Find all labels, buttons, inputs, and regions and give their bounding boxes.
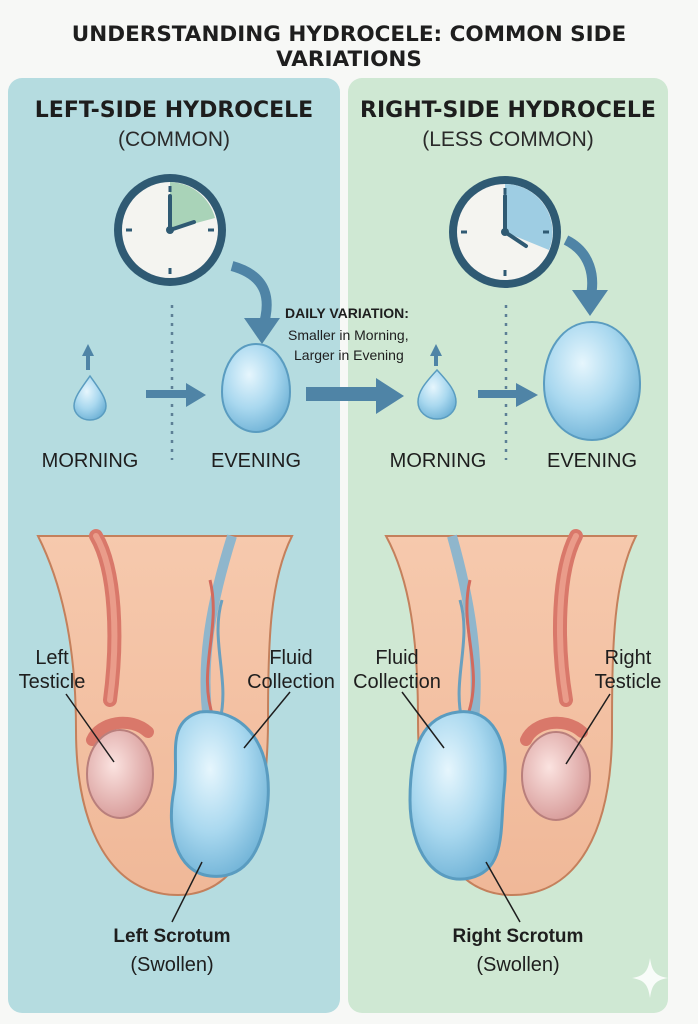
right-evening-drop xyxy=(542,320,642,442)
right-scrotum-label: Right Scrotum xyxy=(452,926,584,947)
left-scrotum-label: Left Scrotum xyxy=(113,926,231,947)
left-fluid-label: Fluid Collection xyxy=(247,647,335,693)
right-morning-drop xyxy=(417,368,457,420)
right-heading: RIGHT-SIDE HYDROCELE xyxy=(360,98,656,123)
left-heading: LEFT-SIDE HYDROCELE xyxy=(34,98,314,123)
left-testicle-label: Left Testicle xyxy=(18,647,86,693)
left-scrotum-sub: (Swollen) xyxy=(130,954,214,976)
right-scrotum-illustration xyxy=(384,529,638,897)
daily-variation-line2: Larger in Evening xyxy=(294,347,404,363)
left-evening-drop xyxy=(220,342,292,434)
page-title: UNDERSTANDING HYDROCELE: COMMON SIDE VAR… xyxy=(71,22,627,72)
left-morning-label: MORNING xyxy=(41,450,139,472)
right-testicle-label: Right Testicle xyxy=(594,647,662,693)
daily-variation-heading: DAILY VARIATION: xyxy=(285,305,409,321)
left-morning-drop xyxy=(73,374,107,421)
right-evening-label: EVENING xyxy=(546,450,638,472)
right-scrotum-sub: (Swollen) xyxy=(476,954,560,976)
sparkle-icon xyxy=(632,958,668,998)
right-clock-icon xyxy=(449,176,561,288)
left-subheading: (COMMON) xyxy=(118,128,230,151)
right-morning-label: MORNING xyxy=(389,450,487,472)
left-scrotum-illustration xyxy=(36,529,294,897)
left-clock-icon xyxy=(114,174,226,286)
daily-variation-line1: Smaller in Morning, xyxy=(288,327,409,343)
left-evening-label: EVENING xyxy=(210,450,302,472)
right-subheading: (LESS COMMON) xyxy=(422,128,594,151)
right-fluid-label: Fluid Collection xyxy=(353,647,441,693)
